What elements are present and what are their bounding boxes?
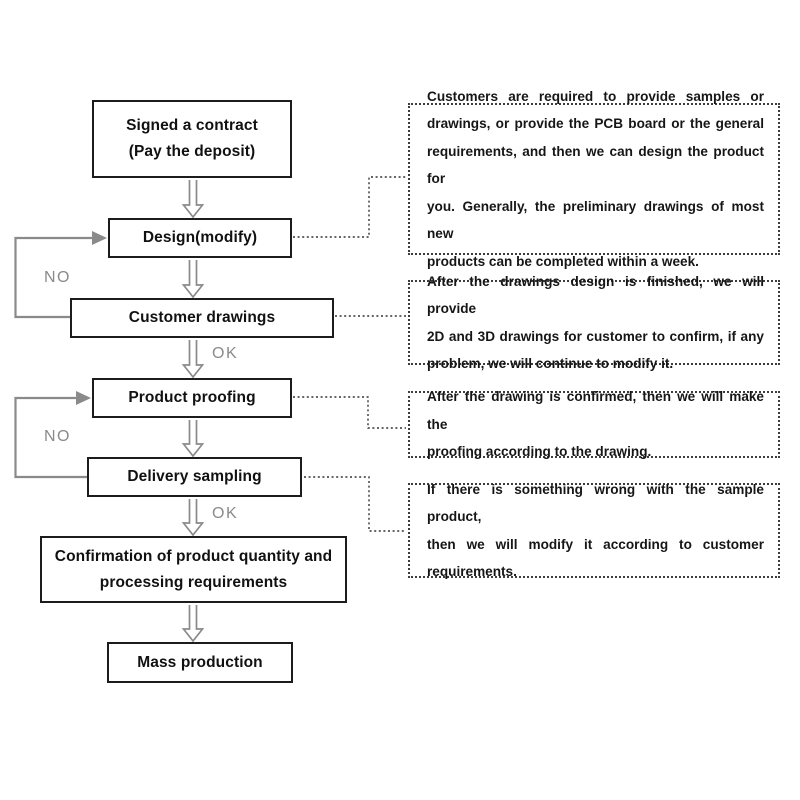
label-no-design: NO	[44, 269, 71, 286]
connector-sampling-to-note4	[304, 476, 406, 532]
no-loop-sampling-to-proofing	[14, 396, 87, 479]
flow-box-confirmation: Confirmation of product quantity and pro…	[40, 536, 347, 603]
flow-box-label-line: Mass production	[137, 653, 263, 671]
note-line: drawings, or provide the PCB board or th…	[427, 116, 764, 132]
note-line: products can be completed within a week.	[427, 253, 699, 269]
flow-box-label-line: Confirmation of product quantity and	[54, 547, 333, 565]
arrow-confirmation-to-mass	[181, 605, 205, 643]
flow-box-customer-drawings: Customer drawings	[70, 298, 334, 338]
arrow-drawings-to-proofing	[181, 340, 205, 379]
flow-box-label-line: processing requirements	[99, 573, 288, 591]
note-line: 2D and 3D drawings for customer to confi…	[427, 328, 764, 344]
flow-box-label-line: (Pay the deposit)	[128, 143, 256, 160]
flow-box-label-line: Signed a contract	[126, 117, 258, 134]
flow-box-mass-production: Mass production	[107, 642, 293, 683]
note-proofing: After the drawing is confirmed, then we …	[408, 389, 780, 459]
note-line: you. Generally, the preliminary drawings…	[427, 198, 764, 242]
no-loop-drawings-to-design	[14, 236, 92, 319]
note-line: requirements.	[427, 564, 517, 579]
note-design-requirements: Customers are required to provide sample…	[408, 89, 780, 269]
note-line: then we will modify it according to cust…	[427, 536, 764, 552]
label-ok-sampling: OK	[212, 505, 239, 522]
flow-box-delivery-sampling: Delivery sampling	[87, 457, 302, 497]
no-loop-arrowhead-proofing	[76, 391, 91, 405]
note-drawings-confirm: After the drawings design is finished, w…	[408, 274, 780, 371]
no-loop-arrowhead-design	[92, 231, 107, 245]
arrow-sampling-to-confirmation	[181, 499, 205, 537]
note-line: Customers are required to provide sample…	[427, 88, 764, 104]
flow-box-signed-contract: Signed a contract (Pay the deposit)	[92, 100, 292, 178]
flow-box-label-line: Product proofing	[128, 389, 256, 406]
note-line: After the drawing is confirmed, then we …	[427, 389, 764, 432]
flow-box-label-line: Design(modify)	[142, 229, 258, 246]
flow-box-design-modify: Design(modify)	[108, 218, 292, 258]
connector-proofing-to-note3	[293, 396, 406, 429]
note-line: After the drawings design is finished, w…	[427, 273, 764, 317]
label-no-proofing: NO	[44, 428, 71, 445]
flow-box-product-proofing: Product proofing	[92, 378, 292, 418]
note-line: proofing according to the drawing.	[427, 444, 652, 460]
arrow-proofing-to-sampling	[181, 420, 205, 458]
note-line: If there is something wrong with the sam…	[427, 481, 764, 525]
note-line: requirements, and then we can design the…	[427, 143, 764, 187]
note-sample-modify: If there is something wrong with the sam…	[408, 482, 780, 579]
flow-box-label-line: Customer drawings	[128, 309, 276, 326]
flow-box-label-line: Delivery sampling	[127, 468, 262, 485]
connector-design-to-note1	[293, 176, 406, 238]
arrow-design-to-drawings	[181, 260, 205, 299]
arrow-signed-to-design	[181, 180, 205, 219]
label-ok-drawings: OK	[212, 345, 239, 362]
note-line: problem, we will continue to modify it.	[427, 356, 674, 371]
